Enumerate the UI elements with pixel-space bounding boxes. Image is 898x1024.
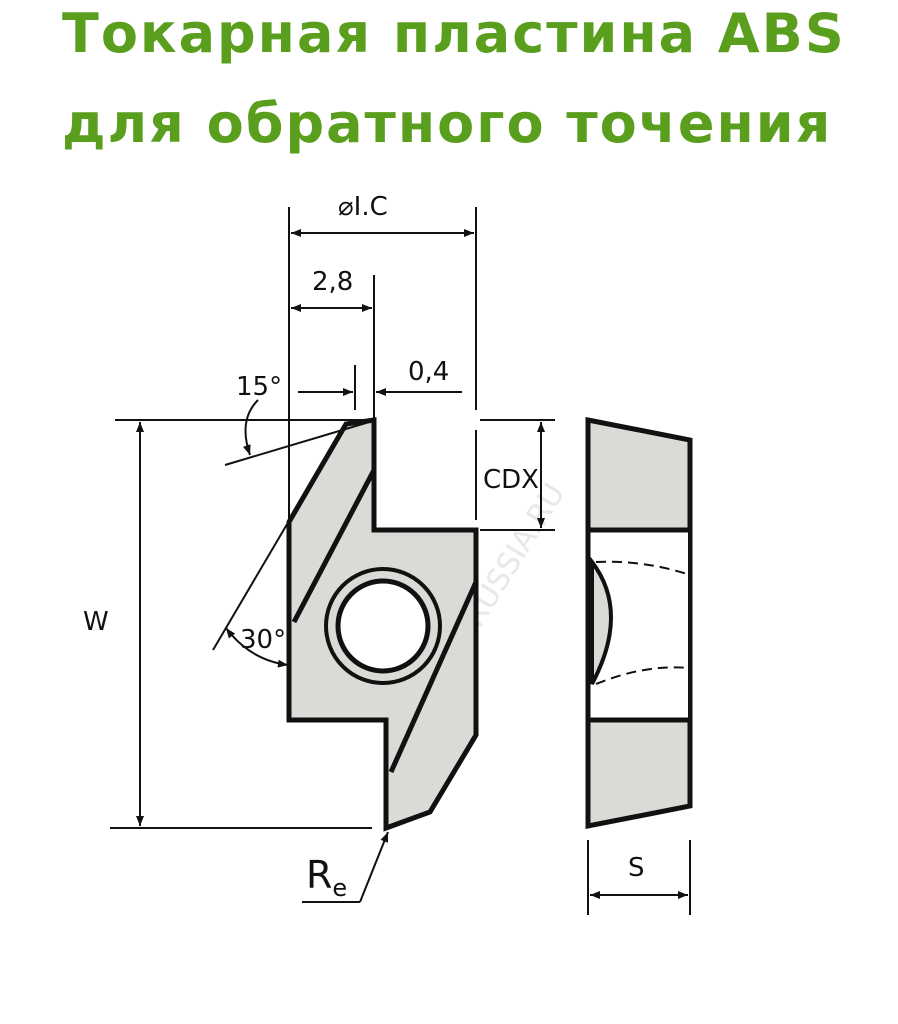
ic-label: ⌀I.C <box>338 192 388 222</box>
insert-side-view <box>585 416 693 830</box>
s-dimension: S <box>587 840 691 915</box>
cdx-label: CDX <box>483 465 539 495</box>
w-label: W <box>83 607 109 637</box>
angle-15-label: 15° <box>236 372 282 402</box>
s-label: S <box>628 853 645 883</box>
page-title-line-1: Токарная пластина ABS <box>62 2 846 65</box>
mounting-hole <box>335 578 431 674</box>
angle-30: 30° <box>212 423 347 668</box>
rake-line-lower <box>388 580 479 774</box>
page-title-line-2: для обратного точения <box>62 92 833 155</box>
insert-front-view <box>286 417 479 832</box>
angle-30-label: 30° <box>240 625 286 655</box>
dim-0-4: 0,4 <box>298 357 462 410</box>
cdx-dimension: CDX <box>475 419 555 531</box>
angle-15: 15° <box>224 372 377 466</box>
w-dimension: W <box>83 419 376 829</box>
dim-0-4-label: 0,4 <box>408 357 449 387</box>
ic-dimension: ⌀I.C <box>288 192 477 520</box>
rake-line-upper <box>291 468 377 624</box>
re-leader: Re <box>302 831 389 903</box>
side-countersink <box>590 556 613 685</box>
dim-2-8: 2,8 <box>291 267 375 418</box>
re-label: Re <box>306 853 347 902</box>
dim-2-8-label: 2,8 <box>312 267 353 297</box>
